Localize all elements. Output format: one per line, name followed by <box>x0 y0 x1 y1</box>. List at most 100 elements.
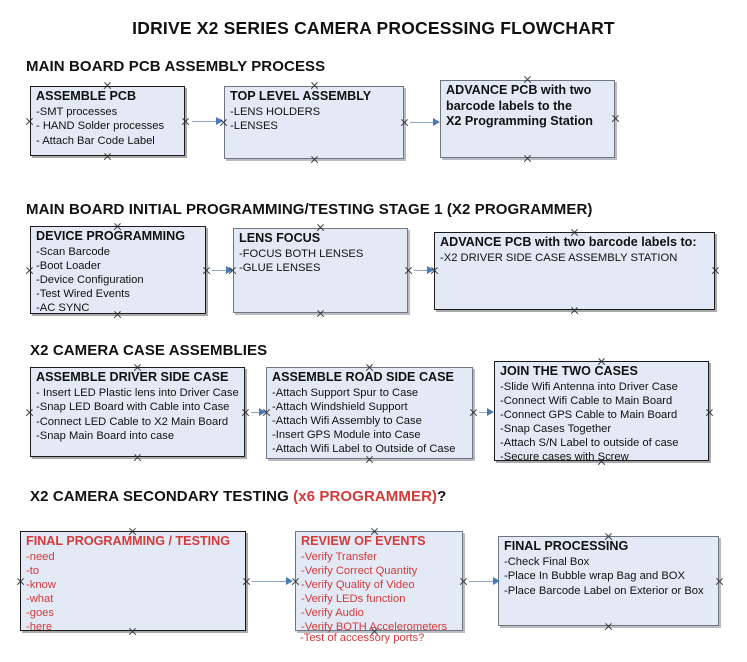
selection-handle[interactable] <box>25 266 34 275</box>
box-title: TOP LEVEL ASSEMBLY <box>230 89 372 103</box>
selection-handle[interactable] <box>113 310 122 319</box>
box-line: -Attach S/N Label to outside of case <box>500 436 679 449</box>
process-box-advance-pcb-programming-station[interactable]: ADVANCE PCB with two barcode labels to t… <box>440 80 615 158</box>
process-box-top-level-assembly[interactable]: TOP LEVEL ASSEMBLY -LENS HOLDERS -LENSES <box>224 86 404 159</box>
process-box-final-programming-testing[interactable]: FINAL PROGRAMMING / TESTING -need -to -k… <box>20 531 246 633</box>
box-line: -SMT processes <box>36 105 118 118</box>
selection-handle[interactable] <box>291 577 300 586</box>
arrow-head <box>493 577 500 585</box>
selection-handle[interactable] <box>310 155 319 164</box>
connector-line <box>469 581 497 582</box>
selection-handle[interactable] <box>316 223 325 232</box>
selection-handle[interactable] <box>133 363 142 372</box>
selection-handle[interactable] <box>25 117 34 126</box>
box-line: -FOCUS BOTH LENSES <box>239 247 364 260</box>
selection-handle[interactable] <box>715 577 724 586</box>
selection-handle[interactable] <box>219 118 228 127</box>
box-title: LENS FOCUS <box>239 231 321 245</box>
selection-handle[interactable] <box>181 117 190 126</box>
process-box-assemble-pcb[interactable]: ASSEMBLE PCB -SMT processes - HAND Solde… <box>30 86 185 156</box>
selection-handle[interactable] <box>597 457 606 466</box>
box-line: -here <box>26 620 53 633</box>
box-title: ASSEMBLE PCB <box>36 89 137 103</box>
box-title: JOIN THE TWO CASES <box>500 364 638 378</box>
selection-handle[interactable] <box>262 408 271 417</box>
selection-handle[interactable] <box>400 118 409 127</box>
box-line: -Device Configuration <box>36 273 144 286</box>
selection-handle[interactable] <box>469 408 478 417</box>
selection-handle[interactable] <box>310 81 319 90</box>
section-heading-main-board-pcb-assembly: MAIN BOARD PCB ASSEMBLY PROCESS <box>26 58 326 75</box>
selection-handle[interactable] <box>523 154 532 163</box>
selection-handle[interactable] <box>228 266 237 275</box>
selection-handle[interactable] <box>103 81 112 90</box>
box-title: DEVICE PROGRAMMING <box>36 229 186 243</box>
selection-handle[interactable] <box>370 527 379 536</box>
box-line: -Attach Windshield Support <box>272 400 408 413</box>
box-line: -Verify LEDs function <box>301 592 406 605</box>
section-heading-x2-camera-secondary-testing: X2 CAMERA SECONDARY TESTING (x6 PROGRAMM… <box>30 488 446 505</box>
selection-handle[interactable] <box>570 306 579 315</box>
box-line: -Place In Bubble wrap Bag and BOX <box>504 570 685 583</box>
selection-handle[interactable] <box>459 577 468 586</box>
process-box-advance-pcb-driver-side-station[interactable]: ADVANCE PCB with two barcode labels to: … <box>434 232 715 310</box>
box-line: -AC SYNC <box>36 301 90 314</box>
selection-handle[interactable] <box>16 577 25 586</box>
selection-handle[interactable] <box>365 455 374 464</box>
selection-handle[interactable] <box>128 527 137 536</box>
connector-line <box>212 270 230 271</box>
process-box-review-of-events[interactable]: REVIEW OF EVENTS -Verify Transfer -Verif… <box>295 531 463 633</box>
selection-handle[interactable] <box>430 266 439 275</box>
box-line: - Insert LED Plastic lens into Driver Ca… <box>36 386 239 399</box>
box-line: -Connect LED Cable to X2 Main Board <box>36 415 229 428</box>
connector-line <box>192 121 220 122</box>
box-line: -to <box>26 564 40 577</box>
box-title: ASSEMBLE DRIVER SIDE CASE <box>36 370 229 384</box>
selection-handle[interactable] <box>365 363 374 372</box>
process-box-final-processing[interactable]: FINAL PROCESSING -Check Final Box -Place… <box>498 536 719 626</box>
selection-handle[interactable] <box>128 627 137 636</box>
selection-handle[interactable] <box>570 228 579 237</box>
selection-handle[interactable] <box>597 357 606 366</box>
process-box-assemble-driver-side-case[interactable]: ASSEMBLE DRIVER SIDE CASE - Insert LED P… <box>30 367 245 457</box>
box-line: -Scan Barcode <box>36 245 111 258</box>
box-line: -Snap LED Board with Cable into Case <box>36 401 230 414</box>
selection-handle[interactable] <box>103 152 112 161</box>
process-box-join-the-two-cases[interactable]: JOIN THE TWO CASES -Slide Wifi Antenna i… <box>494 361 709 463</box>
selection-handle[interactable] <box>133 453 142 462</box>
selection-handle[interactable] <box>113 222 122 231</box>
selection-handle[interactable] <box>202 266 211 275</box>
box-line: -Verify Audio <box>301 606 364 619</box>
selection-handle[interactable] <box>25 408 34 417</box>
selection-handle[interactable] <box>523 75 532 84</box>
selection-handle[interactable] <box>604 532 613 541</box>
box-line: -need <box>26 550 55 563</box>
box-line: -know <box>26 578 56 591</box>
selection-handle[interactable] <box>316 309 325 318</box>
box-line: -Snap Cases Together <box>500 422 612 435</box>
selection-handle[interactable] <box>604 622 613 631</box>
box-title: ADVANCE PCB with two <box>446 83 592 97</box>
selection-handle[interactable] <box>370 627 379 636</box>
process-box-lens-focus[interactable]: LENS FOCUS -FOCUS BOTH LENSES -GLUE LENS… <box>233 228 408 313</box>
section-heading-x2-camera-case-assemblies: X2 CAMERA CASE ASSEMBLIES <box>30 342 268 359</box>
selection-handle[interactable] <box>711 266 720 275</box>
box-line: -what <box>26 592 54 605</box>
connector-line <box>251 412 263 413</box>
selection-handle[interactable] <box>611 114 620 123</box>
connector-line <box>479 412 491 413</box>
box-line: -Snap Main Board into case <box>36 430 175 443</box>
box-title: ASSEMBLE ROAD SIDE CASE <box>272 370 454 384</box>
selection-handle[interactable] <box>705 408 714 417</box>
box-line: -LENSES <box>230 120 278 133</box>
connector-line <box>252 581 290 582</box>
selection-handle[interactable] <box>241 408 250 417</box>
selection-handle[interactable] <box>404 266 413 275</box>
process-box-assemble-road-side-case[interactable]: ASSEMBLE ROAD SIDE CASE -Attach Support … <box>266 367 473 459</box>
arrow-head <box>286 577 293 585</box>
box-line: barcode labels to the <box>446 98 572 113</box>
box-line: -Connect GPS Cable to Main Board <box>500 408 678 421</box>
box-line: -Attach Wifi Assembly to Case <box>272 414 422 427</box>
process-box-device-programming[interactable]: DEVICE PROGRAMMING -Scan Barcode -Boot L… <box>30 226 206 314</box>
selection-handle[interactable] <box>242 577 251 586</box>
